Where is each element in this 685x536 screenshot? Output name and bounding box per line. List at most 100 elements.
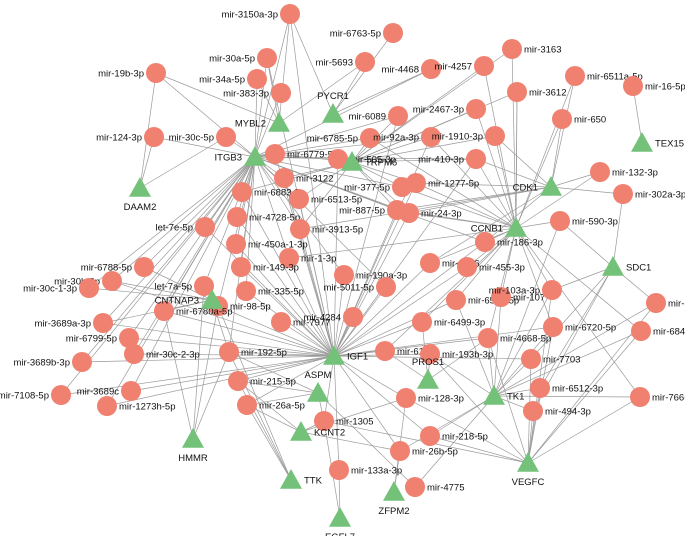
- gene-node-zfpm2[interactable]: ZFPM2: [378, 481, 410, 517]
- mirna-node-let-7a-5p[interactable]: let-7a-5p: [155, 276, 215, 296]
- mirna-node-mir-6788-5p[interactable]: mir-6788-5p: [81, 257, 154, 277]
- mirna-node-mir-6134[interactable]: mir-6134: [375, 341, 435, 361]
- mirna-node-mir-19b-3p[interactable]: mir-19b-3p: [98, 63, 166, 83]
- gene-node-vegfc[interactable]: VEGFC: [512, 452, 545, 488]
- mirna-node-mir-30c-5p[interactable]: mir-30c-5p: [169, 127, 236, 147]
- gene-node-igf1[interactable]: IGF1: [323, 345, 368, 365]
- mirna-node-mir-4284[interactable]: mir-4284: [304, 307, 364, 327]
- mirna-node-mir-450a-1-3p[interactable]: mir-450a-1-3p: [226, 234, 308, 254]
- mirna-node-mir-410-3p[interactable]: mir-410-3p: [418, 149, 486, 169]
- mirna-circle-let-7e-5p: [195, 217, 215, 237]
- mirna-node-mir-302a-3p[interactable]: mir-302a-3p: [613, 184, 685, 204]
- mirna-node-mir-6513-5p[interactable]: mir-6513-5p: [289, 189, 362, 209]
- mirna-node-mir-186-3p[interactable]: mir-186-3p: [475, 232, 543, 252]
- mirna-node-mir-4668-5p[interactable]: mir-4668-5p: [478, 328, 551, 348]
- gene-node-hmmr[interactable]: HMMR: [178, 428, 208, 464]
- mirna-node-mir-6499-3p[interactable]: mir-6499-3p: [412, 312, 485, 332]
- gene-node-tex15[interactable]: TEX15: [631, 132, 684, 152]
- mirna-node-mir-650[interactable]: mir-650: [552, 109, 606, 129]
- mirna-node-mir-24-3p[interactable]: mir-24-3p: [399, 203, 462, 223]
- gene-node-cdk1[interactable]: CDK1: [513, 176, 562, 196]
- mirna-node-mir-6883-5p[interactable]: mir-6883-5p: [232, 182, 305, 202]
- mirna-node-mir-132-3p[interactable]: mir-132-3p: [590, 162, 658, 182]
- mirna-node-mir-92a-3p[interactable]: mir-92a-3p: [373, 127, 441, 147]
- mirna-node-mir-30c-1-3p[interactable]: mir-30c-1-3p: [23, 278, 99, 298]
- mirna-node-mir-6720-5p[interactable]: mir-6720-5p: [543, 317, 616, 337]
- mirna-node-mir-26a-5p[interactable]: mir-26a-5p: [237, 395, 305, 415]
- mirna-node-mir-3689c[interactable]: mir-3689c: [77, 381, 141, 401]
- mirna-node-mir-3163[interactable]: mir-3163: [502, 39, 562, 59]
- mirna-node-mir-7977[interactable]: mir-7977: [271, 312, 331, 332]
- mirna-node-mir-4468[interactable]: mir-4468: [382, 59, 442, 79]
- mirna-node-mir-6849-3p[interactable]: mir-6849-3p: [631, 321, 685, 341]
- gene-node-kcnt2[interactable]: KCNT2: [290, 421, 345, 441]
- mirna-node-mir-6511a-5p[interactable]: mir-6511a-5p: [565, 66, 643, 86]
- mirna-node-mir-1277-5p[interactable]: mir-1277-5p: [406, 173, 479, 193]
- mirna-node-mir-5011-5p[interactable]: mir-5011-5p: [323, 277, 396, 297]
- mirna-node-mir-6799-5p[interactable]: mir-6799-5p: [66, 328, 139, 348]
- mirna-node-mir-30a-5p[interactable]: mir-30a-5p: [209, 48, 277, 68]
- mirna-node-mir-34a-5p[interactable]: mir-34a-5p: [199, 69, 267, 89]
- mirna-node-mir-6779-5p[interactable]: mir-6779-5p: [265, 144, 338, 164]
- mirna-node-mir-192-5p[interactable]: mir-192-5p: [219, 342, 287, 362]
- gene-node-tk1[interactable]: TK1: [483, 385, 524, 405]
- gene-node-aspm[interactable]: ASPM: [305, 370, 332, 402]
- gene-node-ccnb1[interactable]: CCNB1: [471, 217, 527, 237]
- mirna-node-mir-16-5p[interactable]: mir-16-5p: [623, 76, 685, 96]
- mirna-node-mir-149-3p[interactable]: mir-149-3p: [231, 257, 299, 277]
- mirna-node-mir-6780a-5p[interactable]: mir-6780a-5p: [154, 301, 233, 321]
- mirna-node-mir-2467-3p[interactable]: mir-2467-3p: [413, 99, 486, 119]
- mirna-node-mir-124-3p[interactable]: mir-124-3p: [96, 127, 164, 147]
- mirna-node-mir-26b-5p[interactable]: mir-26b-5p: [390, 441, 458, 461]
- mirna-node-mir-3913-5p[interactable]: mir-3913-5p: [290, 219, 363, 239]
- mirna-node-mir-1273h-5p[interactable]: mir-1273h-5p: [97, 396, 176, 416]
- mirna-node-mir-215-5p[interactable]: mir-215-5p: [228, 371, 296, 391]
- gene-node-mybl2[interactable]: MYBL2: [235, 112, 290, 132]
- mirna-node-mir-335-5p[interactable]: mir-335-5p: [236, 281, 304, 301]
- mirna-node-let-7e-5p[interactable]: let-7e-5p: [156, 217, 216, 237]
- mirna-node-mir-7703[interactable]: mir-7703: [521, 349, 581, 369]
- mirna-node-mir-3612[interactable]: mir-3612: [507, 82, 567, 102]
- gene-node-daam2[interactable]: DAAM2: [124, 177, 157, 213]
- mirna-node-mir-6512-3p[interactable]: mir-6512-3p: [530, 378, 603, 398]
- mirna-node-mir-3150a-3p[interactable]: mir-3150a-3p: [222, 4, 301, 24]
- gene-node-itgb3[interactable]: ITGB3: [215, 146, 266, 166]
- mirna-node-mir-133a-3p[interactable]: mir-133a-3p: [329, 460, 402, 480]
- mirna-node-mir-190a-3p[interactable]: mir-190a-3p: [334, 265, 407, 285]
- gene-node-pycr1[interactable]: PYCR1: [317, 91, 349, 123]
- mirna-node-mir-3122[interactable]: mir-3122: [274, 168, 334, 188]
- mirna-node-mir-1910-3p[interactable]: mir-1910-3p: [432, 126, 505, 146]
- gene-node-pros1[interactable]: PROS1: [412, 357, 444, 389]
- mirna-node-mir-103a-3p[interactable]: mir-103a-3p: [489, 280, 562, 300]
- mirna-node-mir-1-3p[interactable]: mir-1-3p: [279, 248, 336, 268]
- gene-node-egfl7[interactable]: EGFL7: [325, 507, 355, 536]
- mirna-node-mir-505-3p[interactable]: mir-505-3p: [328, 149, 396, 169]
- mirna-node-mir-30b-3p[interactable]: mir-30b-3p: [54, 271, 122, 291]
- mirna-node-mir-107[interactable]: mir-107: [491, 287, 545, 307]
- mirna-node-mir-4775[interactable]: mir-4775: [405, 477, 465, 497]
- mirna-node-mir-3689a-3p[interactable]: mir-3689a-3p: [35, 313, 114, 333]
- mirna-node-mir-494-3p[interactable]: mir-494-3p: [523, 401, 591, 421]
- mirna-node-mir-766-3p[interactable]: mir-766-3p: [630, 387, 685, 407]
- gene-node-cntnap3[interactable]: CNTNAP3: [155, 289, 223, 309]
- mirna-node-mir-383-3p[interactable]: mir-383-3p: [223, 83, 291, 103]
- mirna-node-mir-7108-5p[interactable]: mir-7108-5p: [0, 385, 71, 405]
- gene-node-ttk[interactable]: TTK: [280, 469, 323, 489]
- gene-node-trpm6[interactable]: TRPM6: [341, 151, 397, 171]
- mirna-node-mir-6089[interactable]: mir-6089: [349, 106, 409, 126]
- mirna-node-mir-3689b-3p[interactable]: mir-3689b-3p: [14, 352, 93, 372]
- mirna-node-mir-508-5p[interactable]: mir-508-5p: [646, 293, 685, 313]
- mirna-node-mir-218-5p[interactable]: mir-218-5p: [420, 426, 488, 446]
- mirna-node-mir-193b-3p[interactable]: mir-193b-3p: [420, 344, 493, 364]
- mirna-node-mir-30c-2-3p[interactable]: mir-30c-2-3p: [124, 344, 200, 364]
- mirna-node-mir-128-3p[interactable]: mir-128-3p: [396, 388, 464, 408]
- mirna-node-mir-4728-5p[interactable]: mir-4728-5p: [227, 207, 300, 227]
- mirna-node-mir-590-3p[interactable]: mir-590-3p: [550, 211, 618, 231]
- gene-node-sdc1[interactable]: SDC1: [602, 256, 651, 276]
- mirna-node-mir-4257[interactable]: mir-4257: [435, 56, 495, 76]
- mirna-node-mir-6785-5p[interactable]: mir-6785-5p: [307, 128, 380, 148]
- mirna-node-mir-455-3p[interactable]: mir-455-3p: [457, 257, 525, 277]
- mirna-node-mir-1305[interactable]: mir-1305: [314, 411, 374, 431]
- mirna-node-mir-6763-5p[interactable]: mir-6763-5p: [330, 23, 403, 43]
- mirna-node-mir-5693[interactable]: mir-5693: [316, 52, 376, 72]
